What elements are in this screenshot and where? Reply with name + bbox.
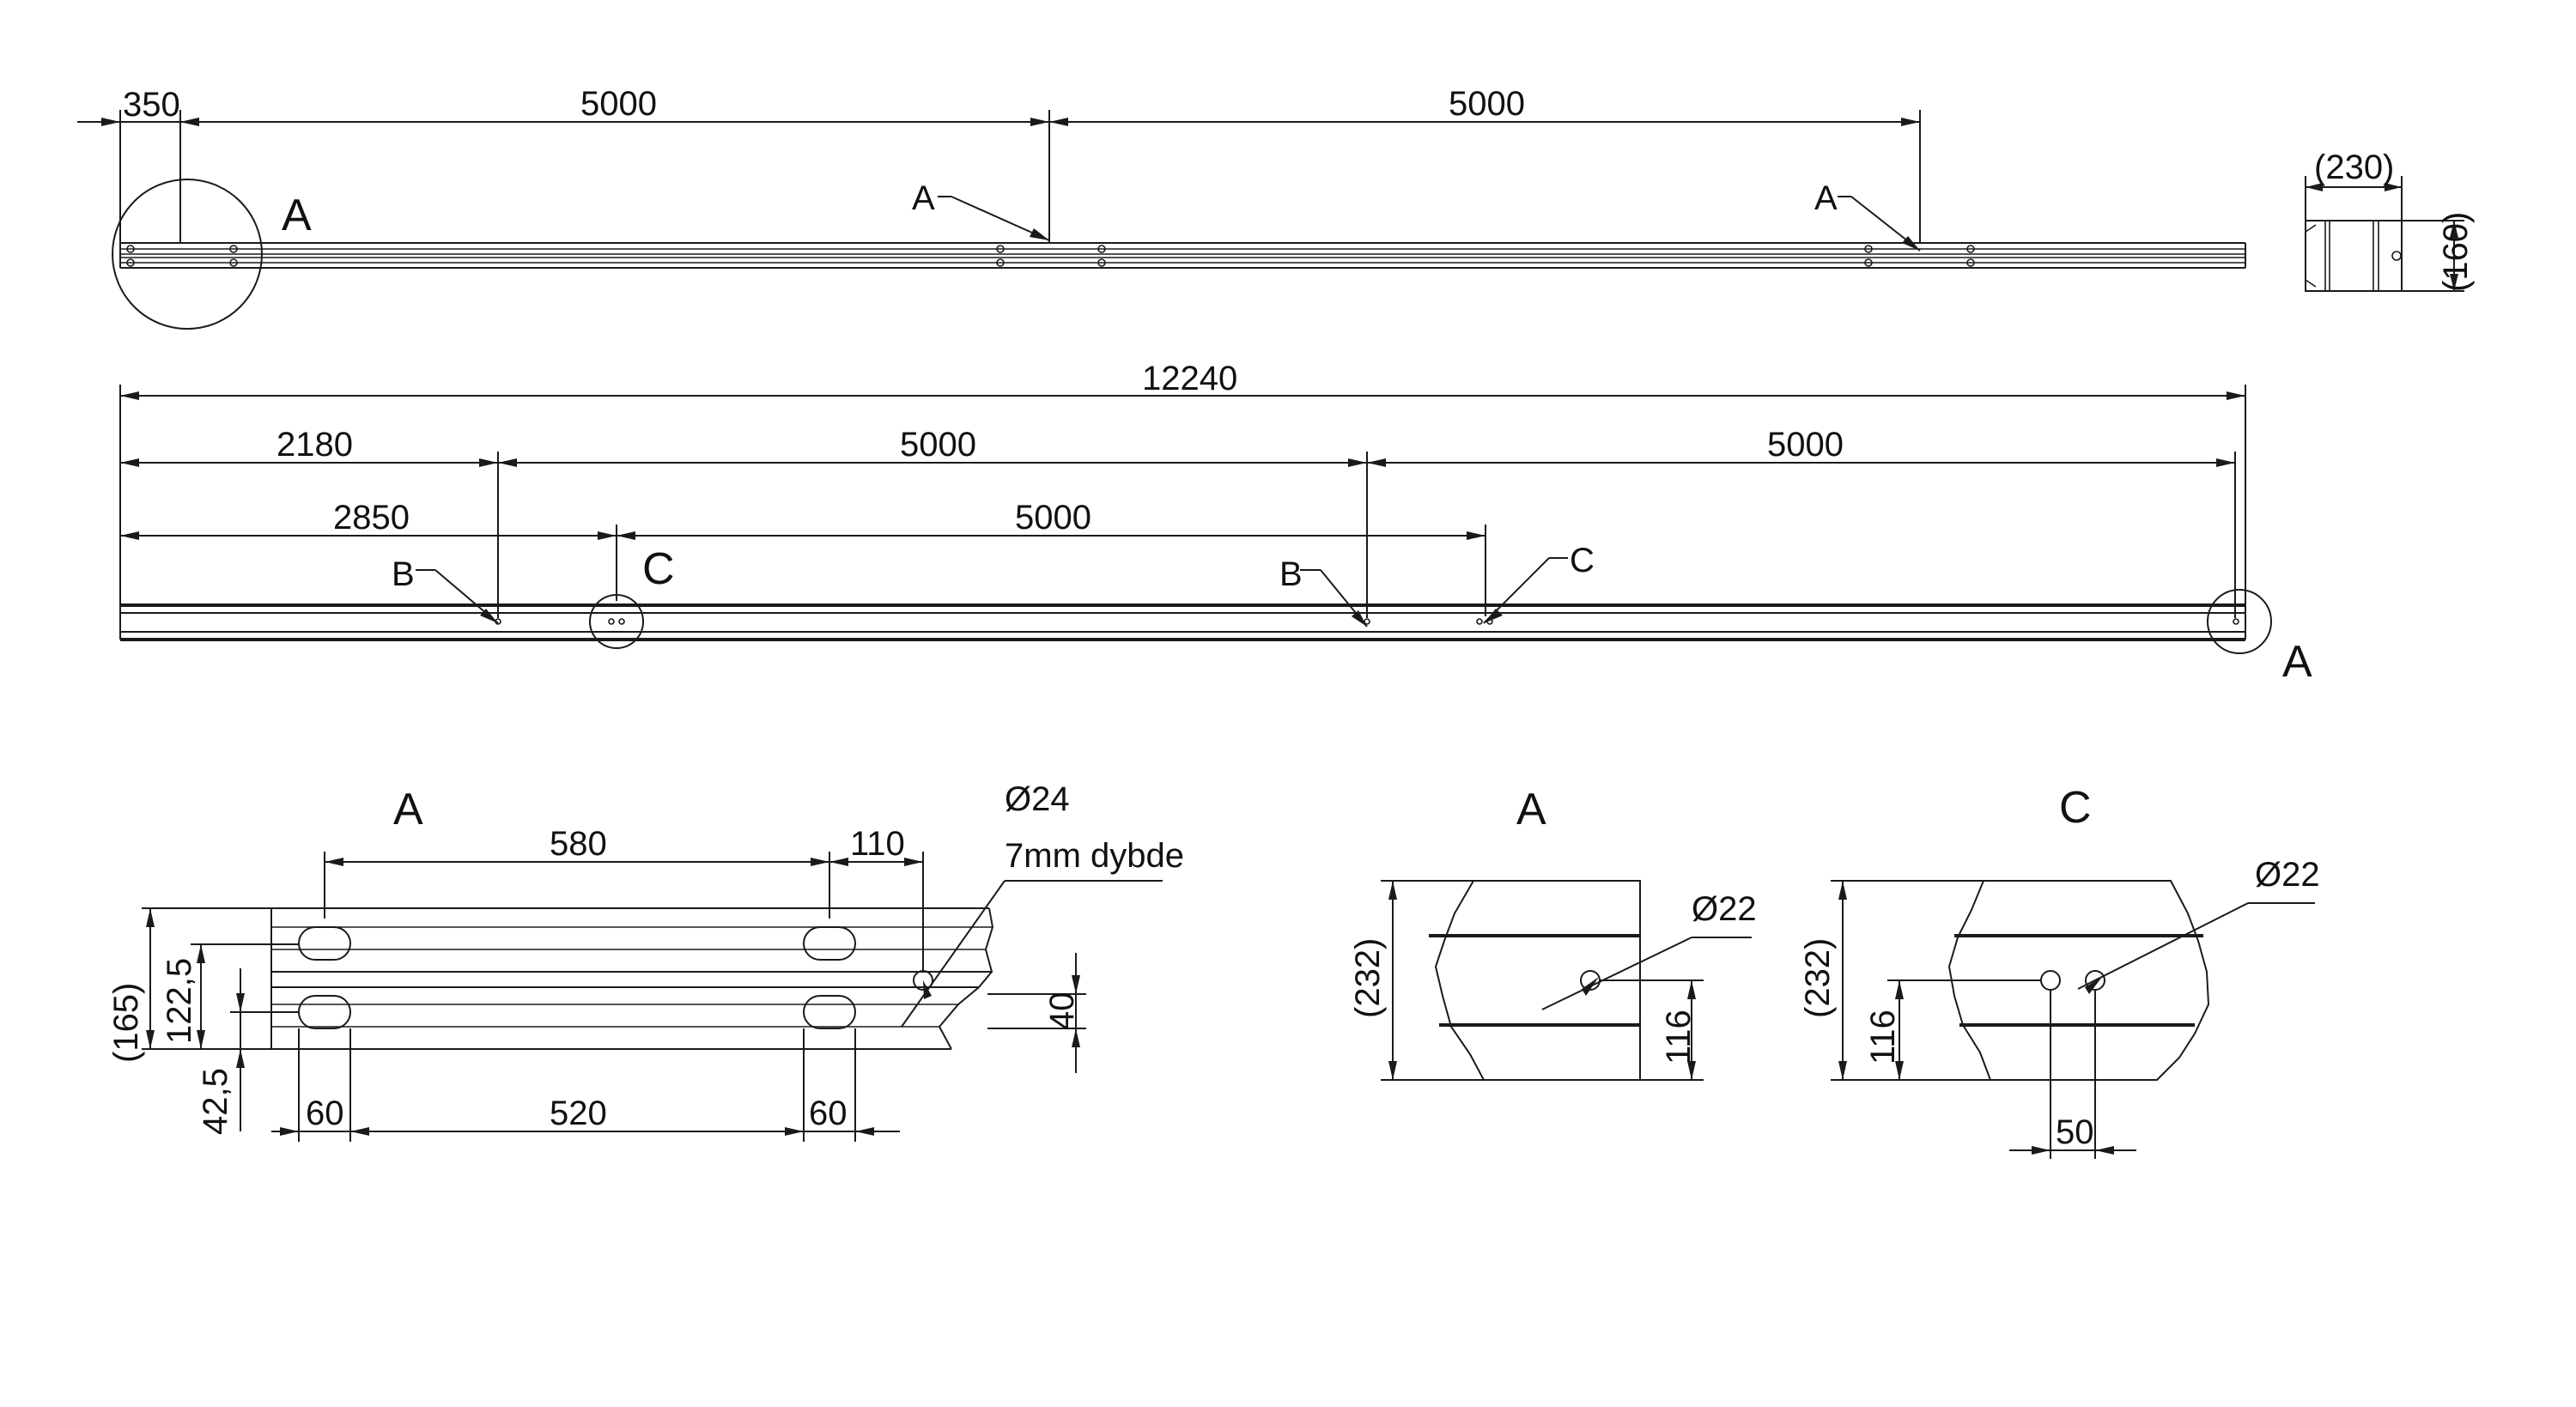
end-view-height: (160) [2437,212,2475,292]
callout-a2: A [1814,179,1838,217]
hole-22-c1 [2040,970,2061,991]
dim-232-c: (232) [1799,938,1837,1018]
callout-b2: B [1279,555,1303,593]
detail-a-top-body [270,907,994,1050]
label-a-circle: A [282,191,312,240]
dim-42-5: 42,5 [197,1068,234,1135]
dim-5000-d: 5000 [1767,426,1844,464]
detail-circle-a-top [112,179,263,330]
dim-60-b: 60 [809,1095,848,1132]
dim-12240: 12240 [1142,360,1237,397]
dim-110: 110 [850,825,905,863]
detail-a-section-title: A [1516,785,1546,834]
top-dimensions: 350 5000 5000 [77,85,1921,243]
hole-dia-22-c: Ø22 [2255,856,2320,894]
detail-a-top: A [107,780,1184,1142]
top-view: A 350 5000 5000 A A [77,85,2246,330]
side-view: 12240 2180 5000 5000 2850 5000 [119,360,2312,687]
dim-520: 520 [550,1095,607,1132]
callout-b1: B [392,555,415,593]
top-holes [126,245,1975,267]
dim-116-c: 116 [1864,1010,1902,1064]
label-a-end: A [2282,637,2312,687]
dim-116-a: 116 [1660,1010,1698,1064]
top-callouts: A A [912,179,1921,252]
callout-c2: C [1570,542,1595,579]
end-view-width: (230) [2314,149,2394,186]
dim-40: 40 [1043,992,1081,1031]
dim-5000-c: 5000 [900,426,976,464]
detail-c-section-dimensions: (232) 116 50 Ø22 [1799,856,2320,1159]
detail-c-section-body [1947,880,2210,1081]
hole-depth: 7mm dybde [1005,837,1184,875]
label-c-circle: C [642,544,675,594]
end-view: (230) (160) [2305,149,2475,292]
dim-50: 50 [2056,1113,2094,1151]
detail-c-section-title: C [2059,783,2092,833]
detail-a-top-title: A [393,785,423,834]
detail-c-section: C (232) 116 50 Ø22 [1799,783,2320,1159]
dim-165: (165) [107,983,145,1063]
side-dimensions: 12240 2180 5000 5000 2850 5000 [119,360,2246,618]
hole-dia-24: Ø24 [1005,780,1070,818]
dim-2850: 2850 [333,499,410,537]
side-beam-body [119,603,2246,641]
detail-a-top-dimensions: 580 110 Ø24 7mm dybde (165) 122,5 [107,780,1184,1142]
dim-580: 580 [550,825,607,863]
dim-122-5: 122,5 [161,958,198,1044]
detail-a-section-body [1429,880,1641,1081]
callout-a1: A [912,179,935,217]
dim-5000-a: 5000 [580,85,657,123]
top-beam-body [119,242,2246,269]
detail-circle-a-side [2207,589,2272,654]
side-holes [495,618,2239,625]
detail-a-section: A (232) 116 Ø22 [1349,785,1757,1081]
dim-232-a: (232) [1349,938,1387,1018]
dim-2180: 2180 [276,426,353,464]
dim-60-a: 60 [306,1095,344,1132]
hole-dia-22-a: Ø22 [1692,890,1757,928]
dim-350: 350 [123,86,180,124]
detail-a-section-dimensions: (232) 116 Ø22 [1349,880,1757,1081]
dim-5000-e: 5000 [1015,499,1091,537]
side-callouts: B C B C A [392,542,2312,687]
dim-5000-b: 5000 [1449,85,1525,123]
hole-22-c2 [2085,970,2105,991]
